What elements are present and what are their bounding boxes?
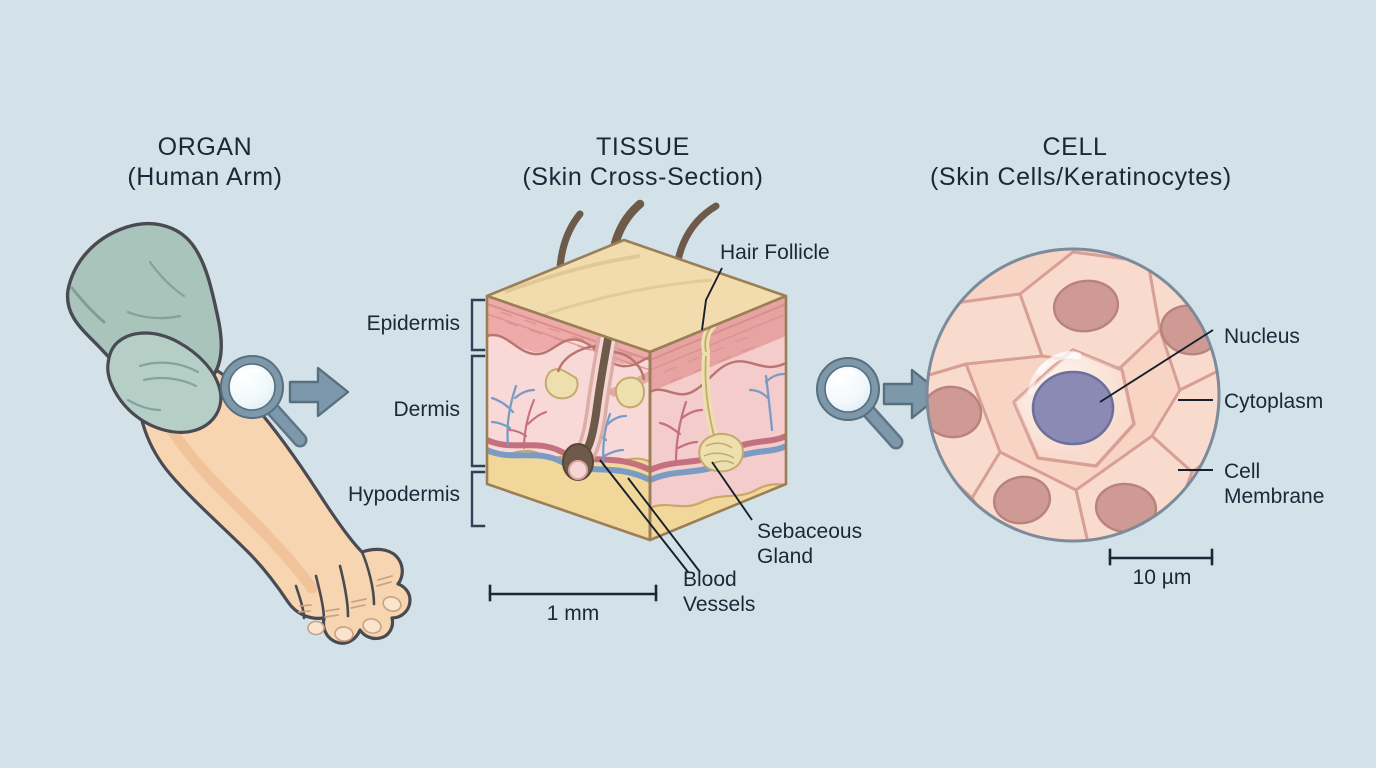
label-sebaceous-gland-line1: Sebaceous xyxy=(757,520,863,543)
header-subtitle-organ: (Human Arm) xyxy=(127,163,283,191)
label-sebaceous-gland-line2: Gland xyxy=(757,545,814,568)
label-blood-vessels: Blood Vessels xyxy=(683,567,755,617)
label-epidermis: Epidermis xyxy=(366,312,460,335)
arrow-right-icon-1 xyxy=(288,366,350,418)
label-cell-membrane-line2: Membrane xyxy=(1224,485,1325,508)
tissue-leader-lines xyxy=(599,267,753,573)
scale-label-cell: 10 µm xyxy=(1132,566,1192,589)
label-sebaceous-gland: Sebaceous Gland xyxy=(757,519,862,569)
label-cytoplasm: Cytoplasm xyxy=(1224,390,1324,413)
cell-leader-lines xyxy=(1099,329,1214,471)
scale-label-tissue: 1 mm xyxy=(546,602,600,625)
label-hypodermis: Hypodermis xyxy=(347,483,460,506)
scale-bar-cell xyxy=(1108,548,1214,566)
header-subtitle-cell: (Skin Cells/Keratinocytes) xyxy=(930,163,1232,191)
magnifier-icon-1 xyxy=(220,355,308,448)
header-title-cell: CELL xyxy=(1042,133,1108,161)
section-header-organ: ORGAN (Human Arm) xyxy=(60,132,350,192)
scale-bar-tissue xyxy=(488,584,658,602)
leader-hair-follicle xyxy=(701,267,723,331)
magnifier-icon-2 xyxy=(816,357,904,450)
leader-nucleus xyxy=(1099,329,1214,403)
section-header-tissue: TISSUE (Skin Cross-Section) xyxy=(498,132,788,192)
leader-blood-vessels-2 xyxy=(599,459,689,573)
bracket-hypodermis xyxy=(470,470,486,528)
section-header-cell: CELL (Skin Cells/Keratinocytes) xyxy=(930,132,1232,192)
label-dermis: Dermis xyxy=(393,398,461,421)
leader-blood-vessels-1 xyxy=(627,477,701,573)
header-title-tissue: TISSUE xyxy=(596,133,690,161)
human-arm-illustration xyxy=(65,222,412,645)
bracket-dermis xyxy=(470,354,486,468)
leader-sebaceous-gland xyxy=(711,461,753,521)
label-cell-membrane-line1: Cell xyxy=(1224,460,1261,483)
skin-block-illustration xyxy=(485,199,788,542)
label-blood-vessels-line2: Vessels xyxy=(683,593,756,616)
header-subtitle-tissue: (Skin Cross-Section) xyxy=(522,163,764,191)
bracket-epidermis xyxy=(470,298,486,352)
label-hair-follicle: Hair Follicle xyxy=(720,241,830,264)
layer-brackets xyxy=(470,298,486,528)
label-cell-membrane: Cell Membrane xyxy=(1224,459,1324,509)
label-nucleus: Nucleus xyxy=(1224,325,1300,348)
label-blood-vessels-line1: Blood xyxy=(683,568,737,591)
header-title-organ: ORGAN xyxy=(157,133,253,161)
